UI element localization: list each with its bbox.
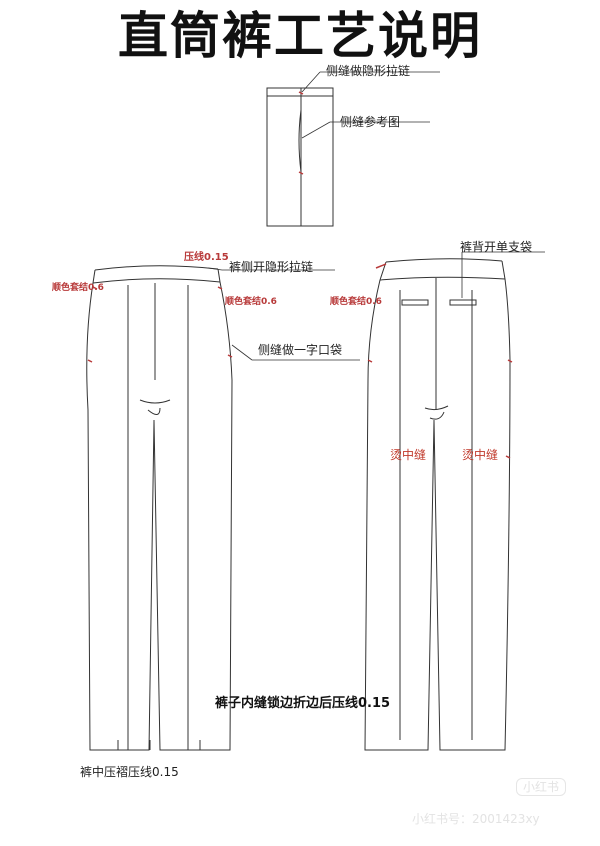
back-pocket-label: 裤背开单支袋: [460, 240, 533, 254]
side-seam-reference-panel: [266, 71, 440, 227]
leader-lines: [207, 251, 545, 361]
inseam-note: 裤子内缝锁边折边后压线0.15: [215, 696, 391, 711]
front-trousers: [86, 265, 233, 751]
center-crease-note: 裤中压褶压线0.15: [80, 765, 179, 779]
watermark-id: 小红书号：2001423xy: [412, 812, 540, 826]
press-center-label-right: 烫中缝: [462, 448, 499, 462]
back-trousers: [364, 258, 511, 751]
watermark-badge: 小红书: [516, 778, 567, 796]
side-zip-label: 侧缝做隐形拉链: [326, 64, 411, 78]
side-pocket-label: 侧缝做一字口袋: [258, 343, 343, 357]
side-open-zip-label: 裤侧开隐形拉链: [229, 260, 314, 274]
bartack-marks: [87, 91, 513, 459]
bartack-back-label: 顺色套结0.6: [330, 297, 382, 307]
topstitch-top-label: 压线0.15: [184, 252, 229, 263]
side-reference-label: 侧缝参考图: [340, 115, 401, 129]
page-title: 直筒裤工艺说明: [118, 7, 482, 65]
bartack-front-right-label: 顺色套结0.6: [225, 297, 277, 307]
press-center-label-left: 烫中缝: [390, 448, 427, 462]
bartack-left-label: 顺色套结0.6: [52, 283, 104, 293]
